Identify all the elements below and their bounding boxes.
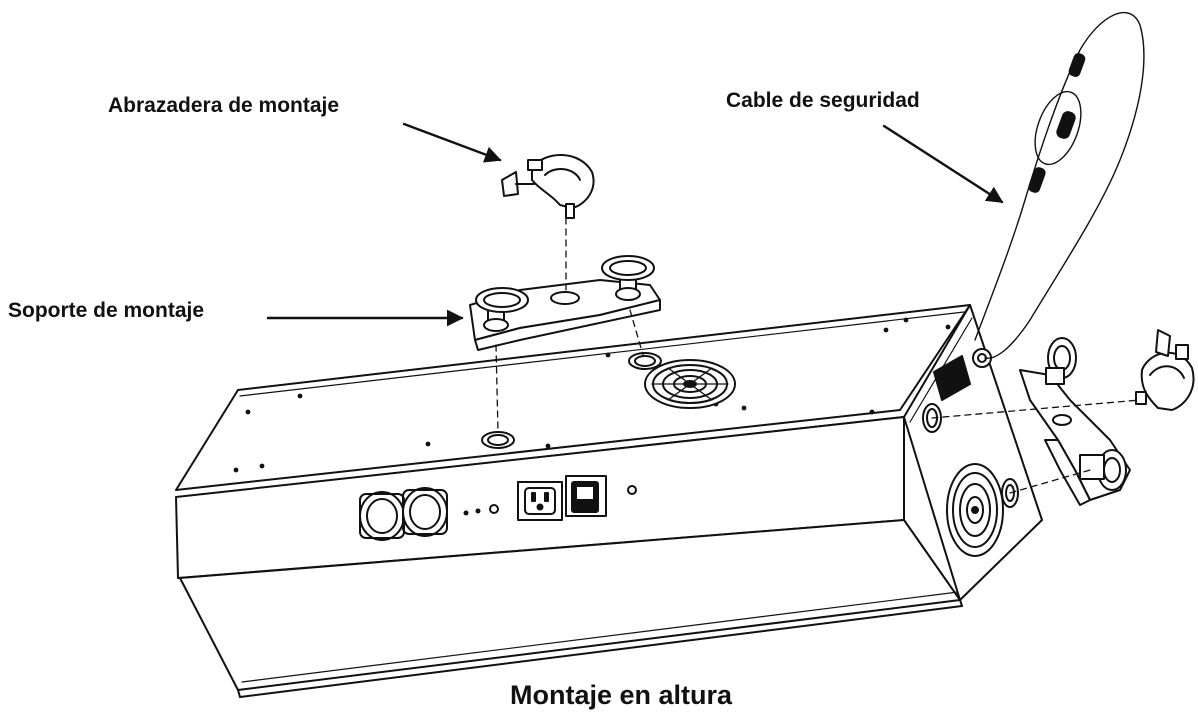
cable-arrow (882, 124, 1004, 204)
alignment-guides (495, 217, 1141, 494)
callout-arrows (266, 122, 1004, 327)
bracket-icon (469, 255, 661, 351)
fixture-body (175, 304, 1043, 698)
safety-cable-icon (974, 11, 1145, 359)
mounting-clamp-label: Abrazadera de montaje (108, 94, 340, 117)
safety-cable-label: Cable de seguridad (726, 89, 920, 112)
clamp-icon (501, 154, 595, 219)
mounting-bracket-label: Soporte de montaje (8, 299, 205, 322)
xlr-connector-icon (359, 487, 448, 541)
side-clamp (1135, 329, 1195, 411)
power-outlet-icon (517, 481, 563, 521)
side-bracket (1019, 337, 1131, 506)
mounting-holes (481, 352, 662, 449)
power-switch-icon (565, 475, 637, 517)
indicator-dots (463, 504, 499, 516)
clamp-arrow (402, 122, 502, 163)
fan-icon (644, 359, 736, 409)
diagram-caption: Montaje en altura (510, 680, 733, 710)
